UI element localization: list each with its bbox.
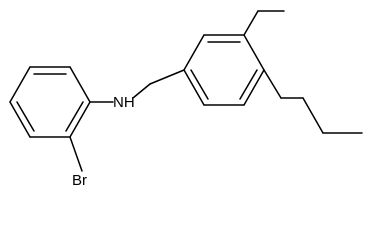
bond	[69, 66, 91, 103]
bond	[69, 136, 83, 172]
dialkoxyphenyl-ring	[183, 34, 265, 106]
chemical-structure: NH Br	[9, 10, 363, 189]
bromine-label: Br	[72, 172, 87, 189]
methoxy-bond	[243, 10, 259, 36]
bond	[243, 34, 265, 71]
bond	[183, 34, 205, 71]
bond	[69, 101, 91, 138]
double-bond-inner	[16, 101, 35, 132]
bond	[149, 69, 185, 85]
bond	[9, 101, 31, 138]
amine-label: NH	[113, 94, 135, 111]
bond	[243, 69, 265, 106]
double-bond-inner	[239, 69, 258, 100]
bond	[132, 83, 151, 99]
ethoxy-bond	[302, 97, 324, 134]
ethoxy-bond	[263, 69, 282, 99]
double-bond-inner	[65, 101, 84, 132]
bromophenyl-ring	[9, 66, 91, 138]
bond	[9, 66, 31, 103]
double-bond-inner	[190, 69, 209, 100]
bond	[183, 69, 205, 106]
